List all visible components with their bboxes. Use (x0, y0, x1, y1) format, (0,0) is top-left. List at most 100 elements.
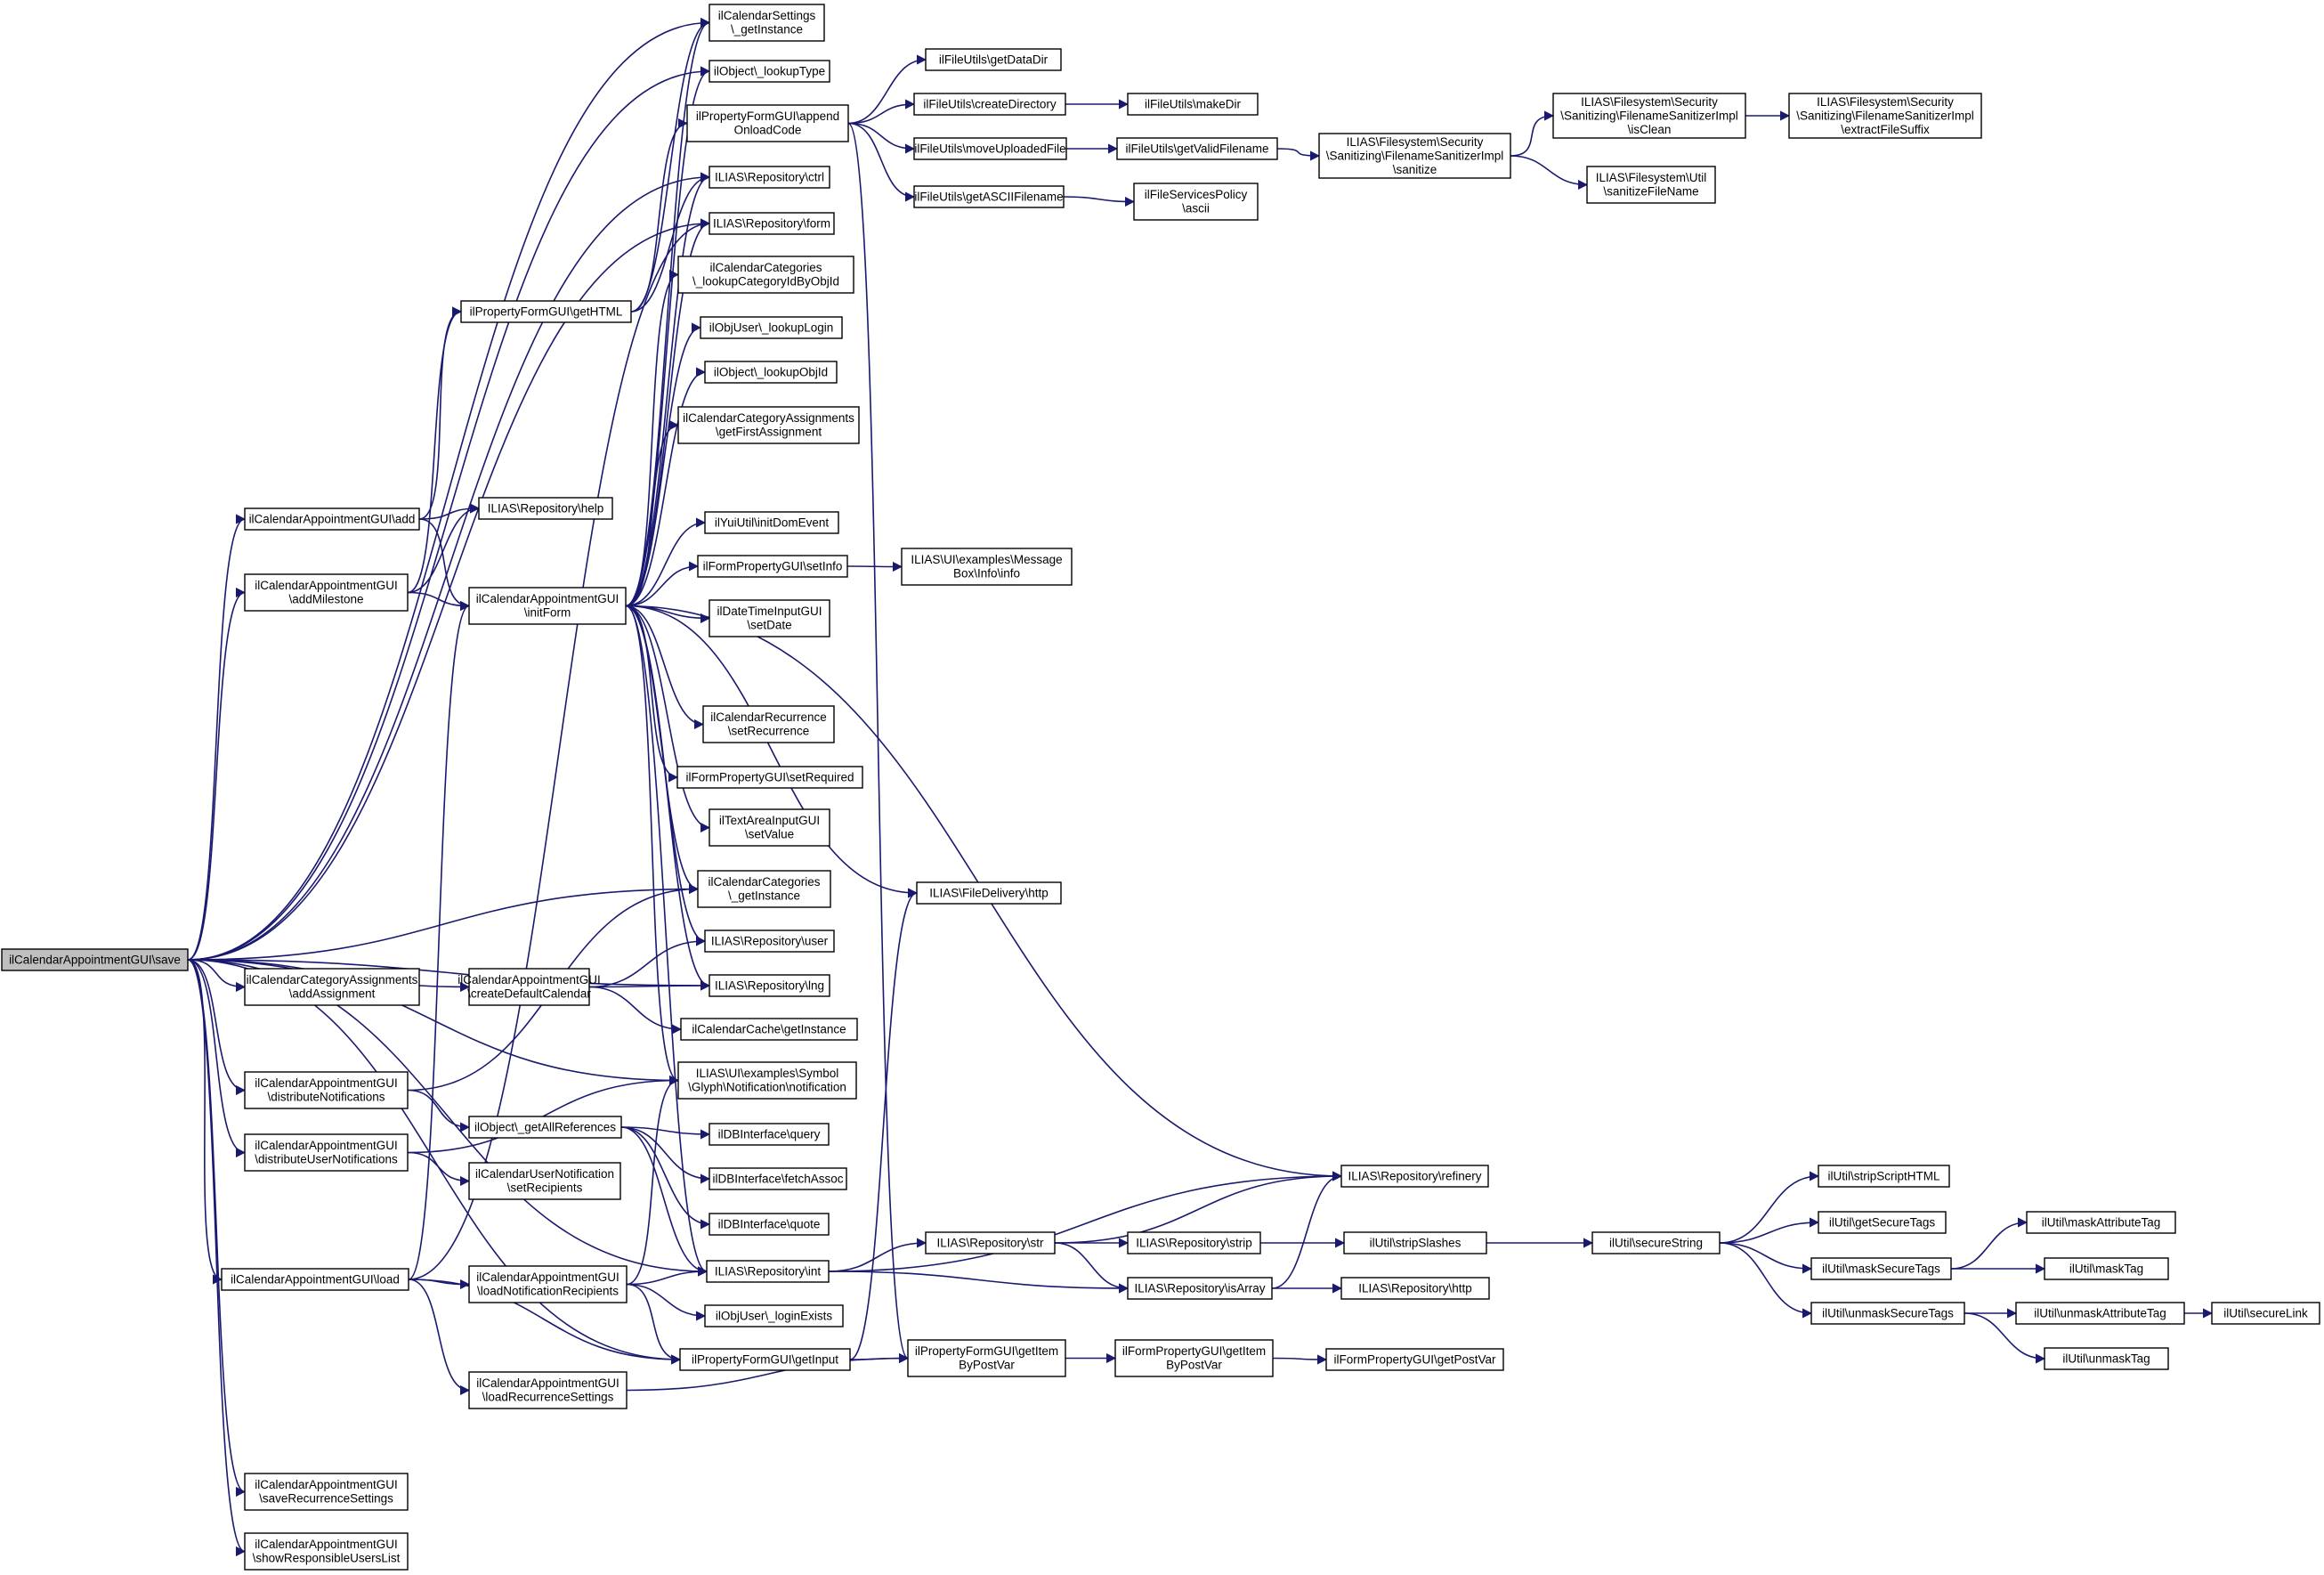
edge-load-to-repoForm (408, 218, 711, 1280)
node-box (1127, 93, 1259, 116)
node-catGetInstance: ilCalendarCategories\_getInstance (697, 870, 831, 908)
node-secureLink: ilUtil\secureLink (2211, 1302, 2320, 1325)
node-box (709, 599, 830, 637)
edge-save-to-distNotif (187, 959, 247, 1096)
node-label: \setDate (747, 619, 791, 632)
edge-save-to-showRespUsers (187, 959, 247, 1556)
edge-appendOnload-to-createDirectory (847, 99, 916, 125)
node-distUserNotif: ilCalendarAppointmentGUI\distributeUserN… (244, 1133, 409, 1172)
node-box (709, 1167, 847, 1190)
node-label: ilPropertyFormGUI\getHTML (470, 304, 623, 318)
node-refinery: ILIAS\Repository\refinery (1340, 1165, 1489, 1188)
node-label: \loadNotificationRecipients (477, 1285, 619, 1298)
edge-initForm-to-notification (625, 605, 680, 1085)
edge-initForm-to-lookupObjId (625, 367, 707, 607)
edge-loadNotifRecip-to-notification (626, 1075, 680, 1286)
node-box (1340, 1277, 1490, 1300)
edge-distNotif-to-getAllRefs (407, 1089, 471, 1133)
node-maskAttrTag: ilUtil\maskAttributeTag (2026, 1211, 2176, 1234)
edge-sanitize-to-sanitizeFileName (1510, 155, 1589, 191)
edge-secureString-to-getSecureTags (1719, 1217, 1820, 1244)
node-label: ILIAS\UI\examples\Symbol (696, 1067, 839, 1080)
node-addAssignment: ilCalendarCategoryAssignments\addAssignm… (244, 968, 420, 1006)
edge-save-to-calsettings (187, 17, 711, 961)
node-label: ilCalendarRecurrence (710, 710, 827, 724)
node-box (700, 316, 843, 339)
node-label: ilPropertyFormGUI\append (696, 110, 839, 123)
node-sanitize: ILIAS\Filesystem\Security\Sanitizing\Fil… (1318, 133, 1511, 179)
node-box (709, 974, 830, 997)
node-setRecurrence: ilCalendarRecurrence\setRecurrence (702, 705, 835, 743)
edge-save-to-catGetInstance (187, 883, 700, 961)
edge-save-to-distUserNotif (187, 959, 247, 1158)
edge-secureString-to-unmaskSecureTags (1719, 1242, 1813, 1319)
node-box (468, 587, 627, 625)
node-getAllRefs: ilObject\_getAllReferences (468, 1116, 622, 1139)
node-label: ILIAS\Repository\str (936, 1236, 1044, 1249)
node-label: ilUtil\stripScriptHTML (1827, 1169, 1940, 1182)
node-box (1810, 1302, 1965, 1325)
node-label: ilObject\_getAllReferences (474, 1120, 616, 1133)
edge-addMilestone-to-repoHelp (407, 503, 481, 594)
node-box (1133, 183, 1259, 221)
node-box (704, 511, 839, 534)
node-box (709, 166, 830, 189)
node-box (244, 968, 420, 1006)
node-unmaskSecureTags: ilUtil\unmaskSecureTags (1810, 1302, 1965, 1325)
node-box (901, 548, 1073, 586)
node-label: ILIAS\Repository\isArray (1134, 1281, 1265, 1295)
edge-add-to-getHTML (418, 306, 463, 520)
node-label: ILIAS\Repository\strip (1136, 1236, 1252, 1249)
edge-save-to-saveRecurSettings (187, 959, 247, 1497)
node-label: ilCalendarAppointmentGUI (458, 973, 601, 986)
node-unmaskAttrTag: ilUtil\unmaskAttributeTag (2015, 1302, 2185, 1325)
edge-save-to-notification (187, 959, 680, 1086)
node-label: \distributeUserNotifications (255, 1153, 398, 1166)
node-label: ILIAS\UI\examples\Message (911, 553, 1062, 566)
node-label: \_lookupCategoryIdByObjId (692, 275, 839, 288)
node-calsettings: ilCalendarSettings\_getInstance (709, 4, 825, 42)
node-box (677, 256, 854, 294)
node-label: \setValue (745, 828, 794, 841)
node-box (709, 4, 825, 42)
node-label: ilDBInterface\query (718, 1127, 821, 1141)
node-label: ilObjUser\_loginExists (716, 1309, 833, 1322)
node-label: \Sanitizing\FilenameSanitizerImpl (1326, 149, 1504, 162)
node-label: ILIAS\Repository\int (715, 1264, 822, 1278)
node-label: \saveRecurrenceSettings (259, 1492, 393, 1506)
node-box (686, 104, 849, 142)
edge-repoInt-to-repoStr (828, 1238, 927, 1272)
node-label: \addMilestone (288, 593, 363, 606)
edge-repoStr-to-repoIsArray (1054, 1242, 1130, 1294)
node-label: ilUtil\unmaskAttributeTag (2034, 1306, 2166, 1319)
node-label: ilCalendarAppointmentGUI (476, 592, 619, 605)
node-box (1318, 133, 1511, 179)
edge-formPropGetItem-to-getPostVar (1272, 1354, 1328, 1365)
node-box (244, 573, 409, 612)
node-box (1325, 1348, 1504, 1371)
node-box (468, 1265, 628, 1303)
node-repoUser: ILIAS\Repository\user (704, 930, 835, 953)
node-createDefaultCal: ilCalendarAppointmentGUI\createDefaultCa… (458, 968, 601, 1006)
edge-getASCII-to-ascii (1063, 196, 1136, 207)
node-box (709, 60, 830, 83)
node-box (677, 406, 860, 444)
edge-getAllRefs-to-dbFetch (620, 1126, 711, 1184)
node-box (1552, 93, 1746, 139)
node-box (1591, 1231, 1721, 1254)
edge-initForm-to-getFirstAssign (625, 419, 680, 607)
edge-add-to-repoHelp (418, 503, 481, 520)
node-add: ilCalendarAppointmentGUI\add (244, 507, 420, 531)
edge-sanitize-to-isClean (1510, 110, 1555, 157)
node-unmaskTag: ilUtil\unmaskTag (2044, 1347, 2169, 1370)
node-label: ilDBInterface\fetchAssoc (712, 1172, 843, 1185)
node-label: ILIAS\Repository\http (1358, 1281, 1472, 1295)
node-box (1818, 1211, 1947, 1234)
node-box (709, 1213, 830, 1236)
edge-secureString-to-maskSecureTags (1719, 1242, 1813, 1274)
edge-appendOnload-to-getDataDir (847, 54, 927, 125)
node-box (702, 705, 835, 743)
